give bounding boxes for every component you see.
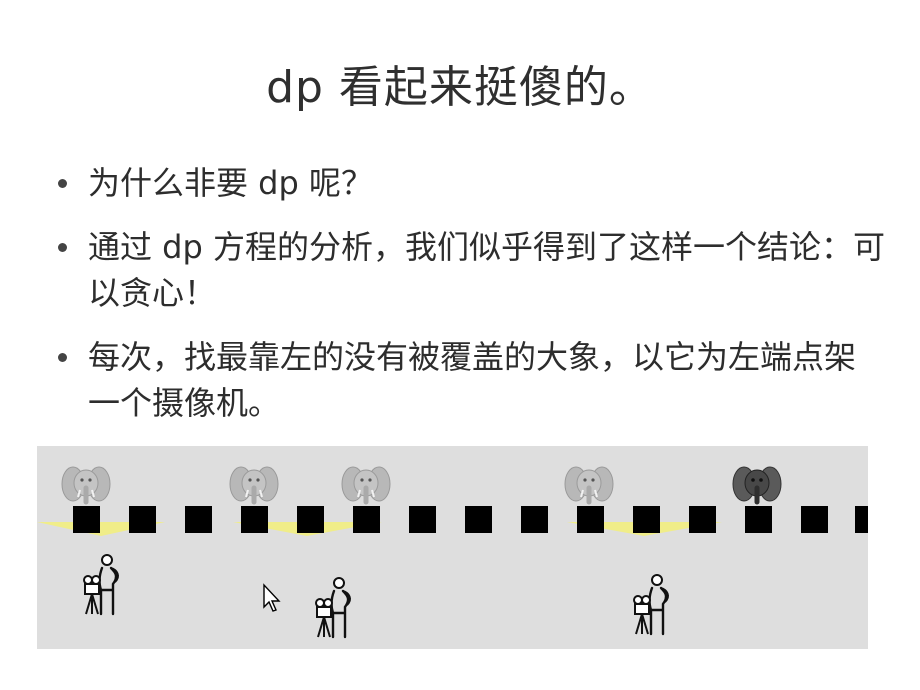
block [73, 506, 100, 533]
bullet-item: 每次，找最靠左的没有被覆盖的大象，以它为左端点架一个摄像机。 [56, 334, 886, 426]
fence-blocks [73, 506, 868, 533]
block [689, 506, 716, 533]
block [297, 506, 324, 533]
bullet-text: 为什么非要 dp 呢？ [88, 164, 373, 202]
block [745, 506, 772, 533]
bullet-dot-icon [58, 179, 67, 188]
block [353, 506, 380, 533]
block [633, 506, 660, 533]
elephant-icon [230, 467, 278, 502]
bullet-item: 通过 dp 方程的分析，我们似乎得到了这样一个结论：可以贪心！ [56, 224, 886, 316]
bullet-text: 每次，找最靠左的没有被覆盖的大象，以它为左端点架一个摄像机。 [88, 338, 857, 422]
elephants [62, 467, 781, 502]
bullet-dot-icon [58, 243, 67, 252]
camera-operator-icon [82, 553, 120, 616]
dark-elephant-icon [733, 467, 781, 502]
camera-operators [82, 553, 670, 639]
block [185, 506, 212, 533]
bullet-list: 为什么非要 dp 呢？ 通过 dp 方程的分析，我们似乎得到了这样一个结论：可以… [56, 160, 886, 444]
bullet-dot-icon [58, 353, 67, 362]
block [465, 506, 492, 533]
block [409, 506, 436, 533]
elephant-icon [342, 467, 390, 502]
camera-operator-icon [632, 573, 670, 636]
elephant-icon [62, 467, 110, 502]
bullet-item: 为什么非要 dp 呢？ [56, 160, 886, 206]
block [801, 506, 828, 533]
block [129, 506, 156, 533]
block [577, 506, 604, 533]
camera-operator-icon [314, 576, 352, 639]
block [241, 506, 268, 533]
elephant-icon [565, 467, 613, 502]
elephant-camera-illustration [37, 446, 868, 649]
mouse-cursor-icon [263, 583, 281, 612]
bullet-text: 通过 dp 方程的分析，我们似乎得到了这样一个结论：可以贪心！ [88, 228, 885, 312]
illustration-canvas [37, 446, 868, 639]
slide-title: dp 看起来挺傻的。 [266, 62, 654, 113]
block [855, 506, 868, 533]
block [521, 506, 548, 533]
